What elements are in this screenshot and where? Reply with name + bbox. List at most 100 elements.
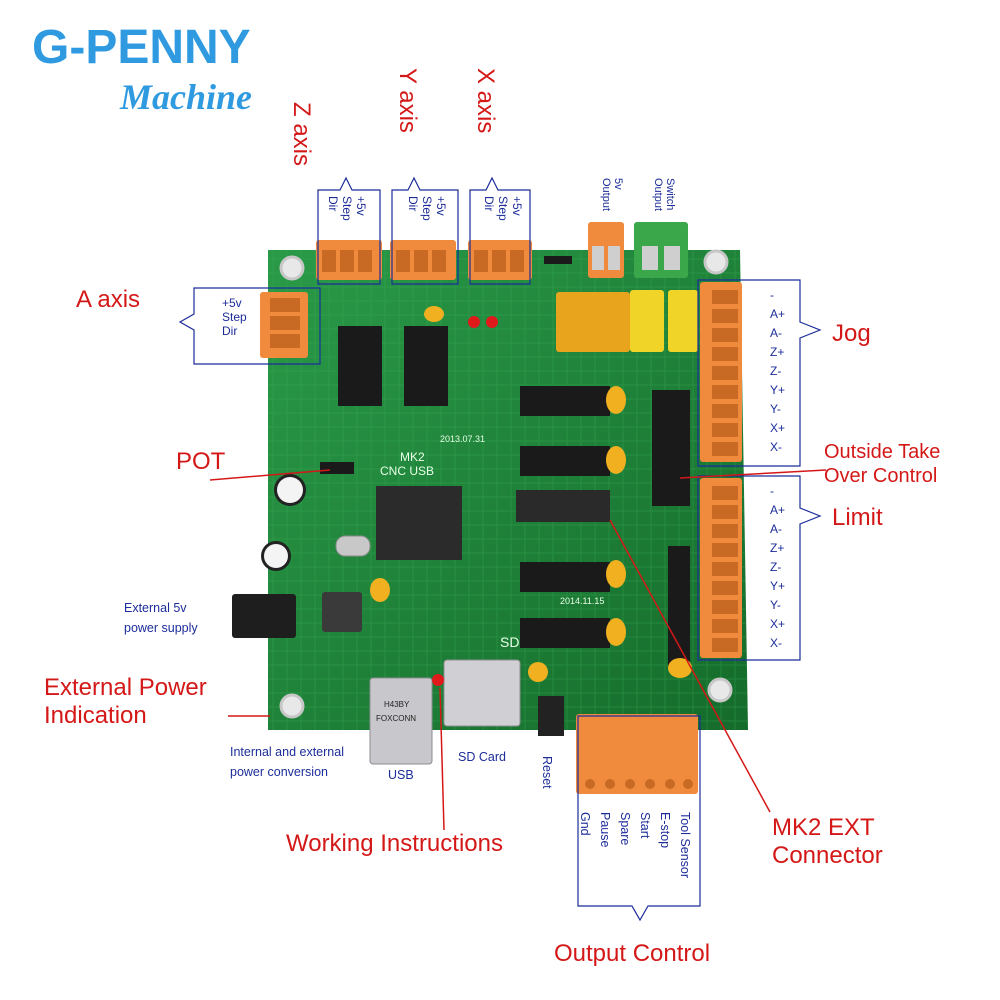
- a-axis-pins: +5v Step Dir: [222, 296, 247, 338]
- reset-button: [538, 696, 564, 736]
- mounting-holes: [279, 249, 733, 719]
- jog-label: Jog: [832, 320, 871, 347]
- label-line: Output: [652, 178, 664, 212]
- outside-control-label: Outside Take Over Control: [824, 440, 940, 488]
- pin-label: A-: [770, 522, 782, 536]
- pin-label: E-stop: [658, 812, 672, 849]
- power-conversion-label: Internal and external power conversion: [230, 742, 344, 782]
- pin-label: -: [770, 288, 774, 302]
- jog-terminal-strip: [700, 282, 742, 462]
- pin-label: +5v: [510, 196, 524, 216]
- pin-label: Z+: [770, 345, 785, 359]
- pin-label: Y+: [770, 579, 786, 593]
- pin-label: Dir: [326, 196, 340, 212]
- pin-label: Tool Sensor: [678, 812, 692, 879]
- pin-label: Z-: [770, 560, 782, 574]
- pin-label: Dir: [482, 196, 496, 212]
- pin-label: Step: [222, 310, 247, 324]
- pin-label: A+: [770, 503, 786, 517]
- label-line: 5v: [612, 178, 624, 190]
- z-axis-pins: +5v Step Dir: [326, 196, 368, 221]
- pin-label: Y-: [770, 402, 781, 416]
- jog-pins: - A+ A- Z+ Z- Y+ Y- X+ X-: [770, 286, 785, 457]
- sdcard-label: SD Card: [458, 750, 506, 764]
- pin-label: +5v: [354, 196, 368, 216]
- pin-label: X-: [770, 440, 782, 454]
- label-line: Connector: [772, 842, 883, 869]
- pin-label: Gnd: [578, 812, 592, 836]
- silk-cnc-usb: CNC USB: [380, 464, 435, 478]
- silk-date2: 2014.11.15: [560, 596, 605, 606]
- label-line: power supply: [124, 621, 198, 635]
- pin-label: Pause: [598, 812, 612, 848]
- label-line: External 5v: [124, 601, 187, 615]
- label-line: Indication: [44, 702, 147, 729]
- pin-label: Y+: [770, 383, 786, 397]
- ext-5v-label: External 5v power supply: [124, 598, 198, 638]
- label-line: Switch: [664, 178, 676, 211]
- label-line: Outside Take: [824, 441, 941, 463]
- relay: [556, 292, 630, 352]
- a-axis-terminal: [260, 292, 308, 358]
- pin-label: A-: [770, 326, 782, 340]
- ext-power-label: External Power Indication: [44, 674, 207, 730]
- pin-label: Y-: [770, 598, 781, 612]
- label-line: MK2 EXT: [772, 814, 875, 841]
- limit-label: Limit: [832, 504, 883, 531]
- output-control-label: Output Control: [554, 940, 711, 967]
- pin-label: Step: [496, 196, 510, 221]
- brand-tagline: Machine: [120, 77, 253, 117]
- silk-sd: SD: [500, 634, 520, 650]
- pot-label: POT: [176, 448, 226, 475]
- pin-label: A+: [770, 307, 786, 321]
- leader-lines: [209, 469, 827, 831]
- usb-brand-text: FOXCONN: [376, 714, 416, 723]
- pin-label: Z+: [770, 541, 785, 555]
- output-5v-label: 5v Output: [600, 178, 624, 211]
- y-axis-label: Y axis: [394, 68, 421, 133]
- pin-label: -: [770, 484, 774, 498]
- pin-label: Step: [340, 196, 354, 221]
- limit-terminal-strip: [700, 478, 742, 658]
- pin-label: Dir: [406, 196, 420, 212]
- pin-label: Dir: [222, 324, 238, 338]
- pin-label: +5v: [434, 196, 448, 216]
- z-axis-label: Z axis: [288, 102, 315, 167]
- mk2-ext-label: MK2 EXT Connector: [772, 814, 883, 870]
- label-line: Internal and external: [230, 745, 344, 759]
- output-pins: Gnd Pause Spare Start E-stop Tool Sensor: [578, 808, 702, 904]
- x-axis-label: X axis: [472, 68, 499, 134]
- axis-terminals: [316, 240, 532, 280]
- label-line: Output: [600, 178, 612, 212]
- sd-card-slot: [443, 659, 521, 727]
- label-line: Over Control: [824, 465, 938, 487]
- pin-label: Z-: [770, 364, 782, 378]
- ic-chips: [338, 326, 690, 666]
- x-axis-pins: +5v Step Dir: [482, 196, 524, 221]
- pin-label: Step: [420, 196, 434, 221]
- output-terminal: [576, 714, 698, 794]
- pin-label: Spare: [618, 812, 632, 846]
- pin-label: +5v: [222, 296, 242, 310]
- pin-label: X+: [770, 421, 786, 435]
- pin-label: Start: [638, 812, 652, 839]
- limit-pins: - A+ A- Z+ Z- Y+ Y- X+ X-: [770, 482, 785, 653]
- dc-jack: [232, 594, 296, 638]
- brand-logo: G-PENNY: [32, 21, 251, 74]
- silk-mk2: MK2: [400, 450, 425, 464]
- usb-chip-text: H43BY: [384, 700, 410, 709]
- usb-label: USB: [388, 768, 414, 782]
- silk-date1: 2013.07.31: [440, 434, 486, 444]
- switch-output-label: Switch Output: [652, 178, 676, 211]
- usb-connector: [369, 677, 433, 765]
- pin-label: X+: [770, 617, 786, 631]
- reset-label: Reset: [540, 756, 554, 789]
- label-line: power conversion: [230, 765, 328, 779]
- callout-boxes: [178, 176, 822, 922]
- label-line: External Power: [44, 674, 207, 701]
- pin-label: X-: [770, 636, 782, 650]
- a-axis-label: A axis: [76, 286, 141, 313]
- working-instructions-label: Working Instructions: [286, 830, 503, 857]
